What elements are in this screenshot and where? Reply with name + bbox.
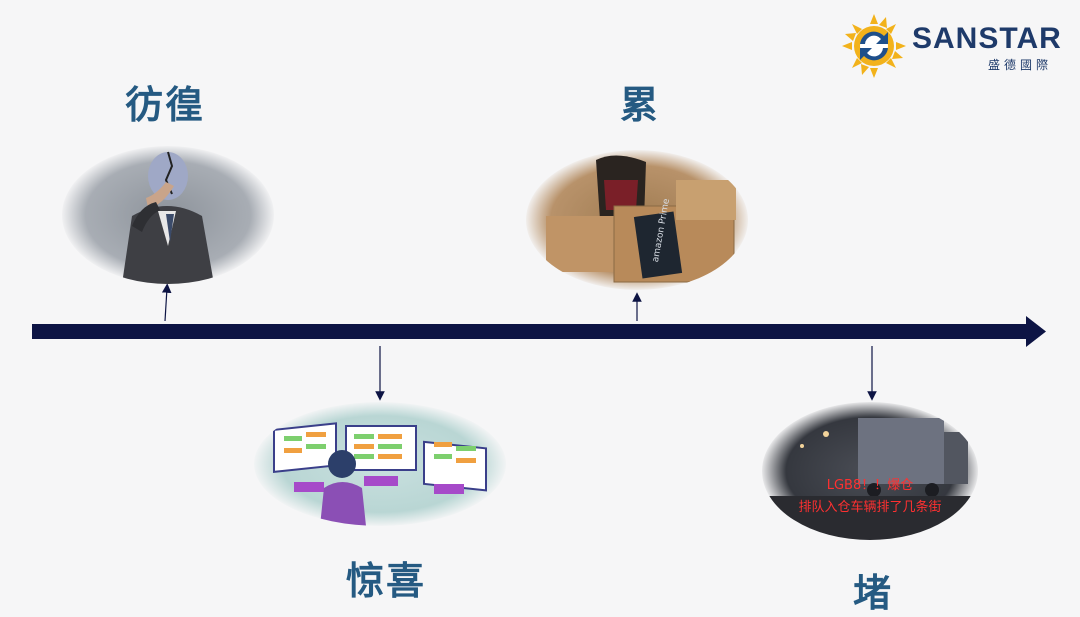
sanstar-logo: SANSTAR 盛德國際: [840, 12, 1070, 80]
timeline-bar: [32, 324, 1028, 339]
stage-label-3: 累: [620, 83, 661, 127]
truck-caption-line1: LGB8！！爆仓: [826, 478, 914, 493]
logo-name: SANSTAR: [912, 22, 1062, 55]
worried-businessman-image: [62, 146, 274, 284]
truck-caption-line2: 排队入仓车辆排了几条街: [798, 500, 942, 515]
monitoring-desk-image: [254, 402, 506, 526]
packages-worker-image: amazon Prime: [526, 150, 748, 290]
stage-label-4: 堵: [853, 571, 894, 615]
stage-label-1: 彷徨: [125, 83, 206, 127]
pointer-1: [161, 283, 172, 322]
stage-label-2: 惊喜: [346, 559, 427, 603]
timeline-arrowhead: [1026, 316, 1046, 347]
sun-logo-icon: [842, 14, 906, 78]
logo-subtitle: 盛德國際: [988, 58, 1053, 72]
trucks-queue-image: LGB8！！爆仓 排队入仓车辆排了几条街: [762, 402, 978, 540]
